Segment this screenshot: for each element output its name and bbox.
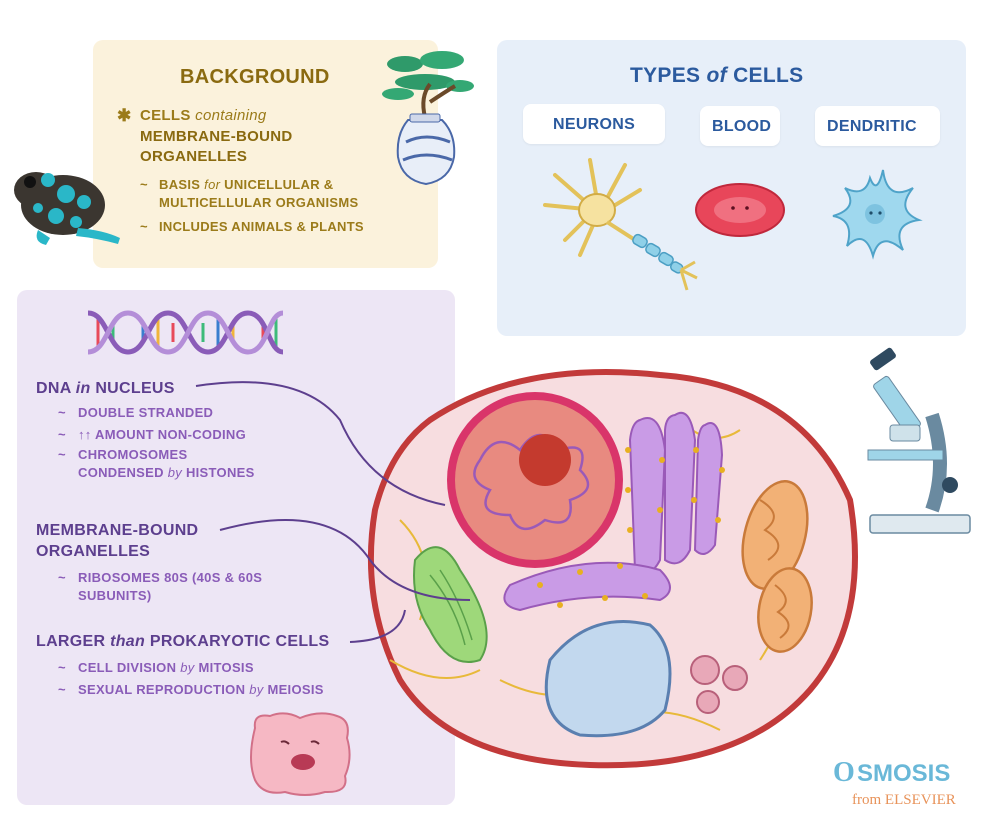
- red-blood-cell-illustration: [695, 183, 785, 237]
- dna-tilde-3: ~: [58, 447, 66, 462]
- neurons-label: NEURONS: [553, 116, 636, 133]
- meiosis-label: MEIOSIS: [267, 682, 324, 697]
- cell-division-label: CELL DIVISION: [78, 660, 177, 675]
- basis-label: BASIS: [159, 177, 201, 192]
- osmosis-logo: SMOSIS: [857, 760, 951, 787]
- dna-item-noncoding: ↑↑ AMOUNT NON-CODING: [78, 427, 246, 442]
- membrane-heading-line2: ORGANELLES: [36, 543, 151, 560]
- cell-division-item: CELL DIVISION by MITOSIS: [78, 660, 254, 675]
- dna-item-histones: CONDENSED by HISTONES: [78, 465, 255, 480]
- background-bullet-line3: ORGANELLES: [140, 148, 248, 165]
- dna-word: DNA: [36, 380, 71, 397]
- dna-tilde-2: ~: [58, 427, 66, 442]
- containing-label: containing: [195, 107, 267, 124]
- dendritic-label: DENDRITIC: [827, 118, 917, 135]
- background-bullet-line1: CELLS containing: [140, 107, 267, 124]
- condensed-label: CONDENSED: [78, 465, 164, 480]
- poison-frog-illustration: [14, 172, 120, 245]
- ribosome-line2: SUBUNITS): [78, 588, 152, 603]
- types-word: TYPES: [630, 64, 701, 87]
- larger-heading: LARGER than PROKARYOTIC CELLS: [36, 633, 329, 651]
- dna-heading: DNA in NUCLEUS: [36, 380, 175, 398]
- background-sub-tilde-2: ~: [140, 219, 148, 234]
- background-sub1-line2: MULTICELLULAR ORGANISMS: [159, 195, 359, 210]
- animal-cell-diagram: [367, 369, 858, 769]
- sexual-reproduction-item: SEXUAL REPRODUCTION by MEIOSIS: [78, 682, 324, 697]
- background-bullet-line2: MEMBRANE-BOUND: [140, 128, 293, 145]
- dna-item-double-stranded: DOUBLE STRANDED: [78, 405, 214, 420]
- mitosis-label: MITOSIS: [198, 660, 254, 675]
- types-title: TYPES of CELLS: [630, 64, 803, 88]
- pink-cell-character-illustration: [250, 712, 351, 796]
- sexual-reproduction-label: SEXUAL REPRODUCTION: [78, 682, 246, 697]
- division-tilde: ~: [58, 660, 66, 675]
- background-sub-tilde-1: ~: [140, 177, 148, 192]
- for-label: for: [204, 177, 221, 192]
- prokaryotic-word: PROKARYOTIC CELLS: [149, 633, 330, 650]
- by-label: by: [167, 465, 183, 480]
- up-arrows-icon: ↑↑: [78, 427, 92, 442]
- background-sub1: BASIS for UNICELLULAR &: [159, 177, 334, 192]
- unicellular-label: UNICELLULAR &: [224, 177, 334, 192]
- microscope-illustration: [867, 347, 971, 534]
- background-sub2: INCLUDES ANIMALS & PLANTS: [159, 219, 364, 234]
- in-word: in: [75, 380, 91, 397]
- neuron-illustration: [543, 158, 698, 291]
- osmosis-logo-o: O: [833, 757, 855, 788]
- repro-tilde: ~: [58, 682, 66, 697]
- blood-label: BLOOD: [712, 118, 772, 135]
- bonsai-vase-illustration: [382, 51, 474, 186]
- by-label: by: [249, 682, 264, 697]
- of-word: of: [706, 64, 727, 87]
- ribosome-line1: RIBOSOMES 80S (40S & 60S: [78, 570, 263, 585]
- ribosome-tilde: ~: [58, 570, 66, 585]
- than-word: than: [110, 633, 146, 650]
- nucleus-word: NUCLEUS: [95, 380, 175, 397]
- dendritic-pill: [815, 106, 940, 146]
- by-label: by: [180, 660, 195, 675]
- cells-word: CELLS: [733, 64, 804, 87]
- blood-pill: [700, 106, 780, 146]
- larger-word: LARGER: [36, 633, 106, 650]
- dna-helix-illustration: [87, 310, 284, 355]
- noncoding-label: AMOUNT NON-CODING: [95, 427, 247, 442]
- background-panel: [93, 40, 438, 268]
- histones-label: HISTONES: [185, 465, 255, 480]
- dna-item-chromosomes: CHROMOSOMES: [78, 447, 188, 462]
- membrane-heading-line1: MEMBRANE-BOUND: [36, 522, 199, 539]
- dna-tilde-1: ~: [58, 405, 66, 420]
- background-title: BACKGROUND: [180, 66, 330, 88]
- dendritic-cell-illustration: [832, 169, 923, 260]
- cells-label: CELLS: [140, 107, 191, 124]
- neurons-pill: [523, 104, 665, 144]
- elsevier-logo-text: from ELSEVIER: [852, 792, 956, 808]
- asterisk-icon: ✱: [117, 106, 132, 125]
